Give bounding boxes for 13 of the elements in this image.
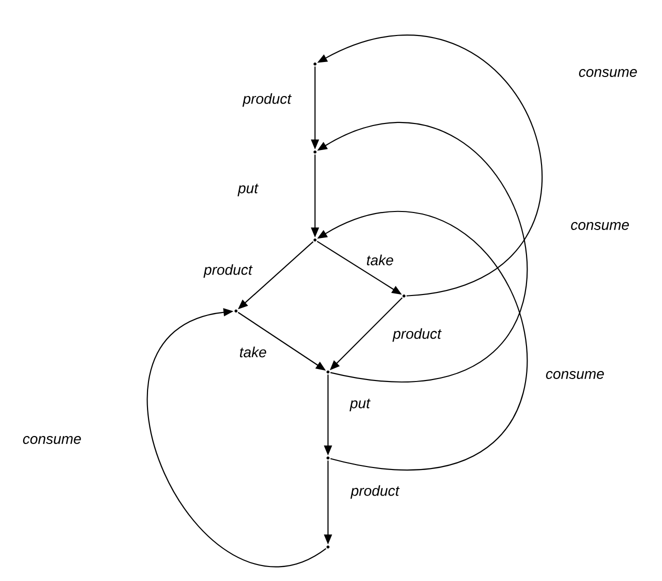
edge-label: put — [236, 182, 260, 198]
edge-label: product — [350, 484, 400, 500]
edge-label: consume — [22, 435, 82, 445]
edge-label: consume — [578, 68, 638, 78]
edge-label: product — [202, 263, 254, 279]
edge-label: put — [348, 398, 372, 412]
edge-label: product — [392, 327, 442, 343]
edge-label: take — [365, 254, 395, 266]
edge-label: product — [242, 92, 292, 108]
edge-label: take — [238, 346, 268, 358]
edge-label: consume — [570, 221, 630, 231]
arrow — [146, 308, 326, 566]
edge-label: consume — [544, 370, 606, 380]
